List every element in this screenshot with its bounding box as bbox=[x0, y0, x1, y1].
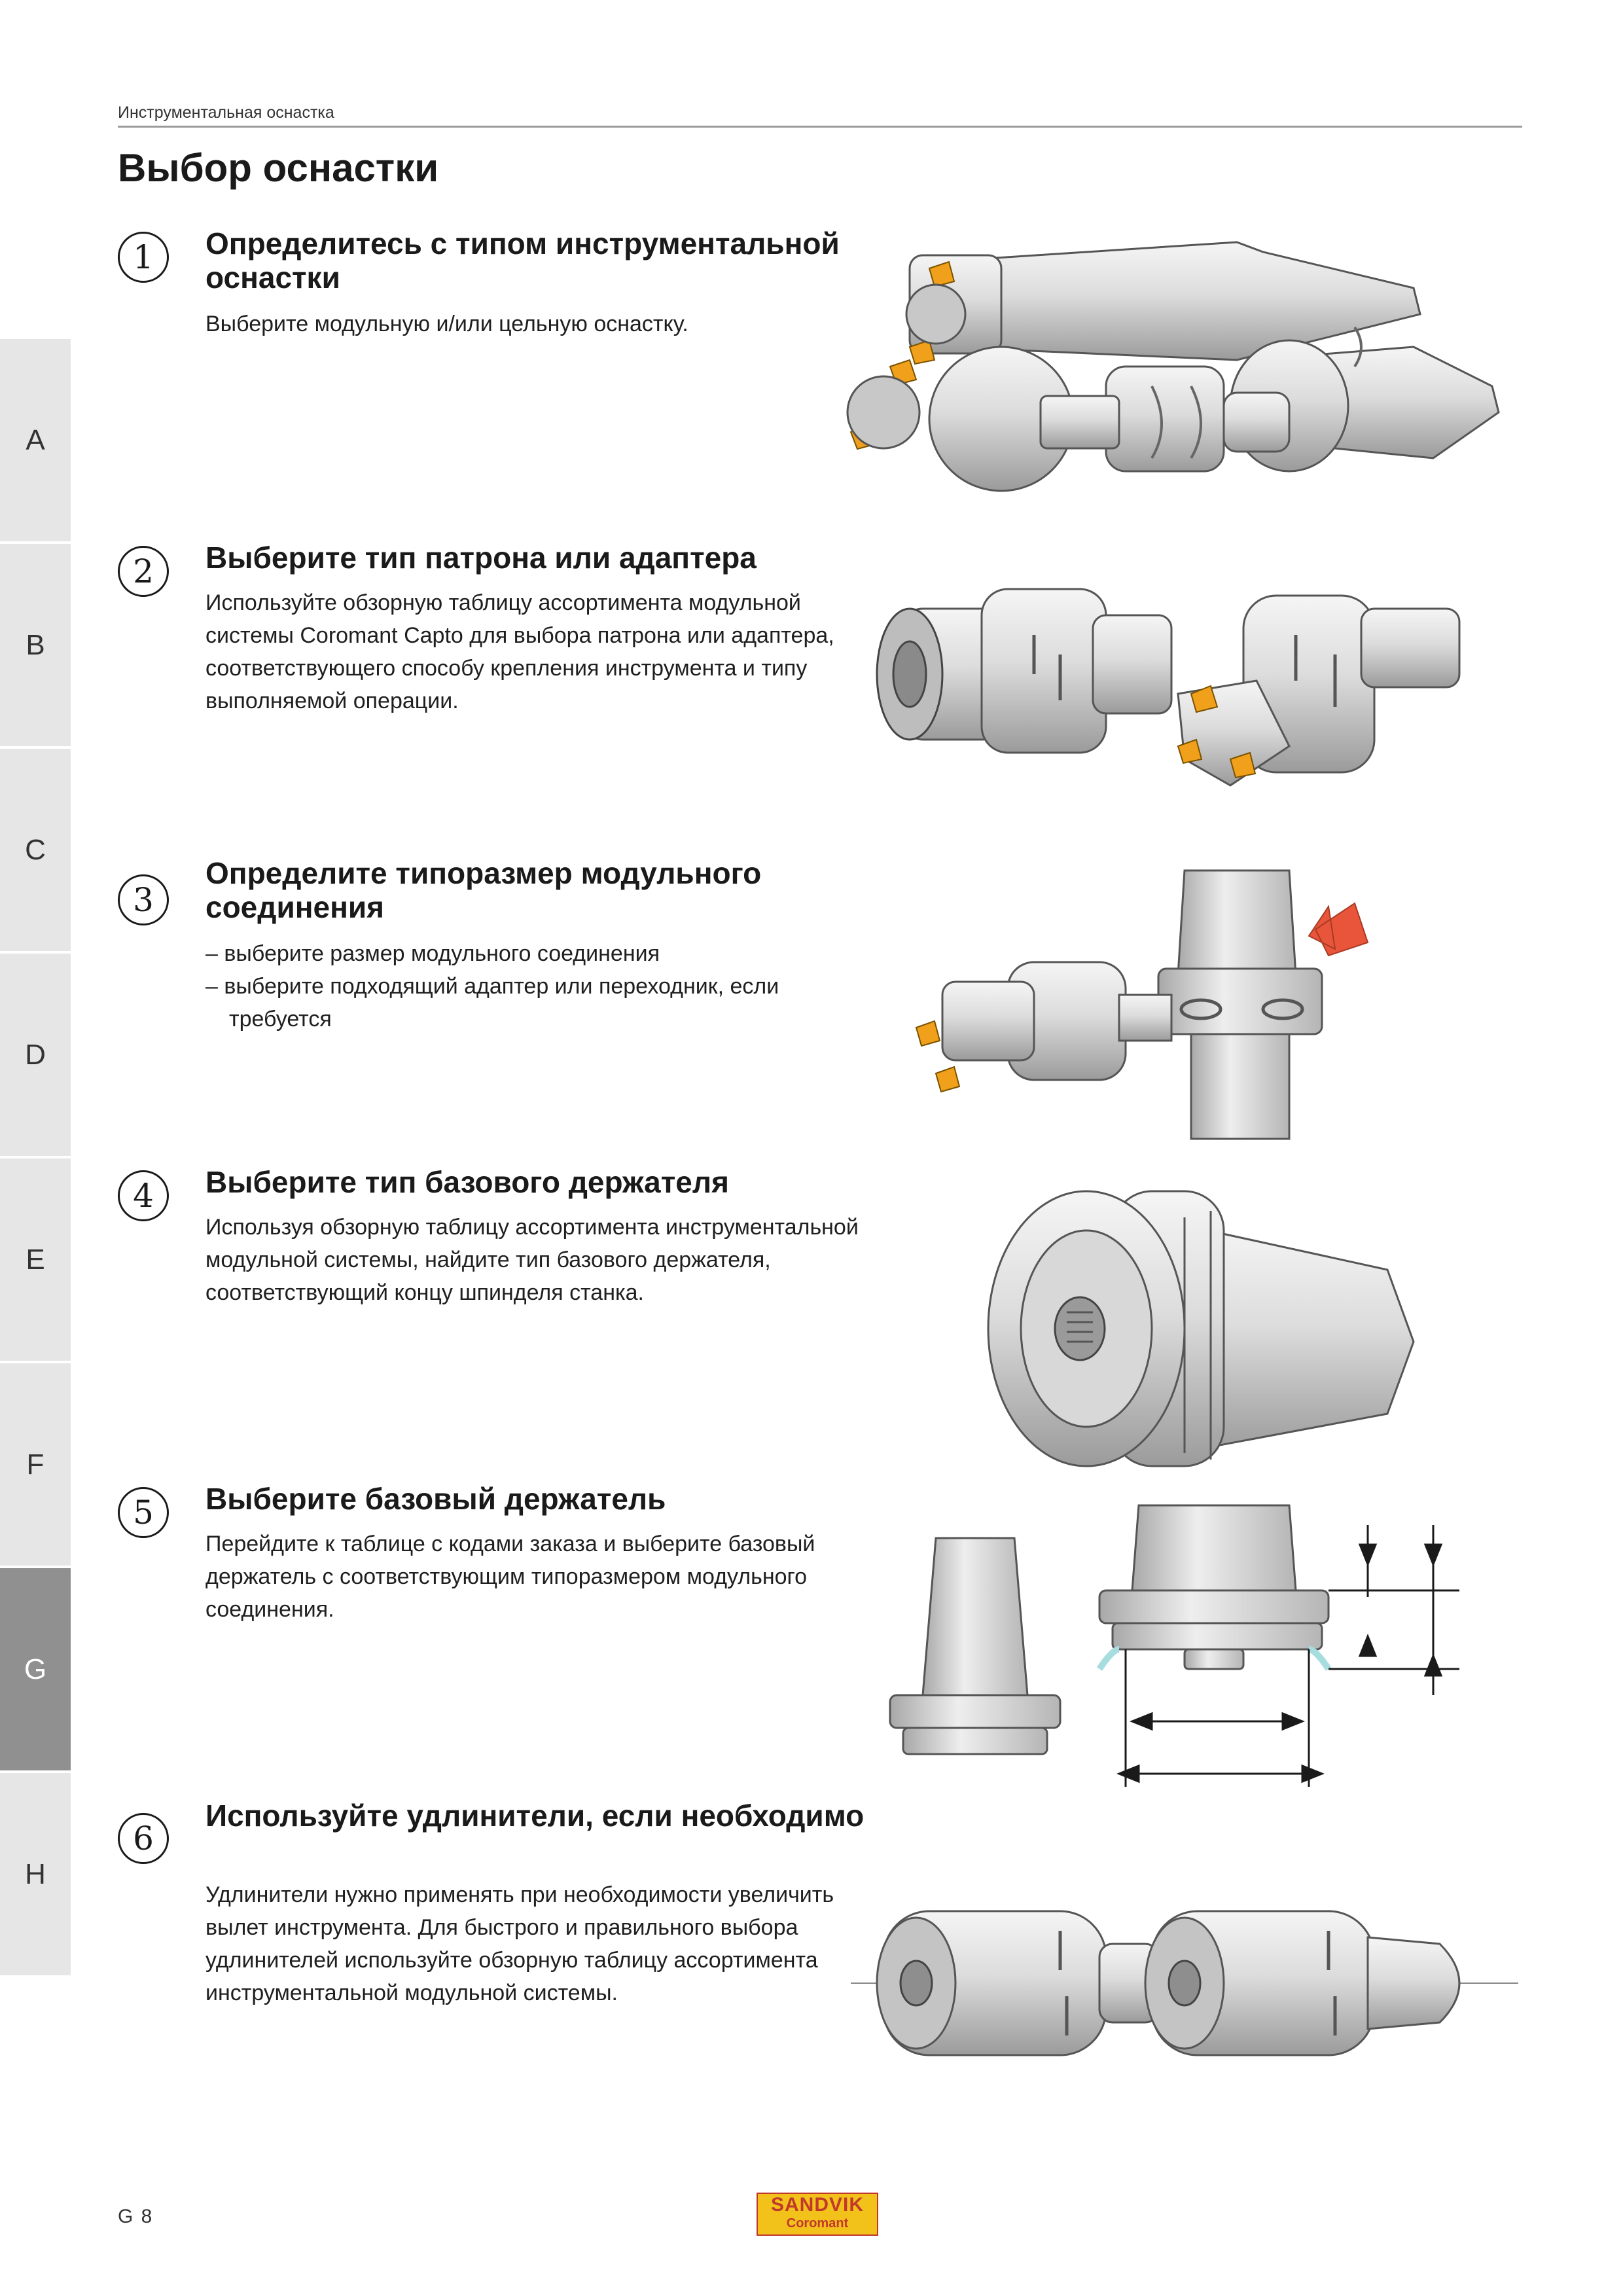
step-title: Выберите тип базового держателя bbox=[205, 1165, 729, 1199]
tab-f[interactable]: F bbox=[0, 1363, 71, 1566]
logo-sub-text: Coromant bbox=[786, 2216, 849, 2231]
header-divider bbox=[118, 126, 1522, 128]
tab-g[interactable]: G bbox=[0, 1568, 71, 1770]
step-title: Определите типоразмер модульного соедине… bbox=[205, 856, 762, 924]
tab-d[interactable]: D bbox=[0, 954, 71, 1156]
step-body: Перейдите к таблице с кодами заказа и вы… bbox=[205, 1532, 815, 1622]
step-body: Выберите модульную и/или цельную оснастк… bbox=[205, 312, 688, 336]
list-item: – выберите подходящий адаптер или перехо… bbox=[205, 974, 779, 1031]
step-body: Используя обзорную таблицу ассортимента … bbox=[205, 1215, 859, 1305]
step-body: Удлинители нужно применять при необходим… bbox=[205, 1882, 834, 2005]
section-label: Инструментальная оснастка bbox=[118, 103, 334, 122]
step-number: 5 bbox=[118, 1487, 169, 1538]
page-title: Выбор оснастки bbox=[118, 146, 439, 190]
logo-main-text: SANDVIK bbox=[770, 2194, 864, 2215]
list-item: – выберите размер модульного соединения bbox=[205, 941, 660, 966]
step-body: Используйте обзорную таблицу ассортимент… bbox=[205, 590, 834, 713]
sandvik-coromant-logo: SANDVIK Coromant bbox=[757, 2193, 878, 2236]
step-number: 1 bbox=[118, 232, 169, 283]
step-list: – выберите размер модульного соединения … bbox=[205, 937, 860, 1035]
step-number: 2 bbox=[118, 546, 169, 597]
step-number: 3 bbox=[118, 874, 169, 925]
extension-adapter-illustration bbox=[851, 1910, 1518, 2056]
tab-h[interactable]: H bbox=[0, 1773, 71, 1975]
modular-tooling-illustration bbox=[846, 241, 1500, 492]
step-number: 6 bbox=[118, 1813, 169, 1864]
coupling-dimension-illustration bbox=[889, 1504, 1459, 1787]
page-number: G 8 bbox=[118, 2206, 154, 2227]
tab-e[interactable]: E bbox=[0, 1158, 71, 1361]
step-title: Определитесь с типом инструментальной ос… bbox=[205, 226, 840, 295]
coupling-size-illustration bbox=[915, 869, 1369, 1140]
chuck-adapter-illustration bbox=[876, 588, 1461, 787]
section-tabs: A B C D E F G H bbox=[0, 339, 71, 1978]
tab-c[interactable]: C bbox=[0, 749, 71, 951]
tab-b[interactable]: B bbox=[0, 544, 71, 746]
step-title: Выберите тип патрона или адаптера bbox=[205, 541, 757, 575]
tab-a[interactable]: A bbox=[0, 339, 71, 541]
step-number: 4 bbox=[118, 1170, 169, 1221]
basic-holder-illustration bbox=[987, 1190, 1415, 1467]
step-title: Выберите базовый держатель bbox=[205, 1482, 666, 1516]
step-title: Используйте удлинители, если необходимо bbox=[205, 1799, 865, 1833]
